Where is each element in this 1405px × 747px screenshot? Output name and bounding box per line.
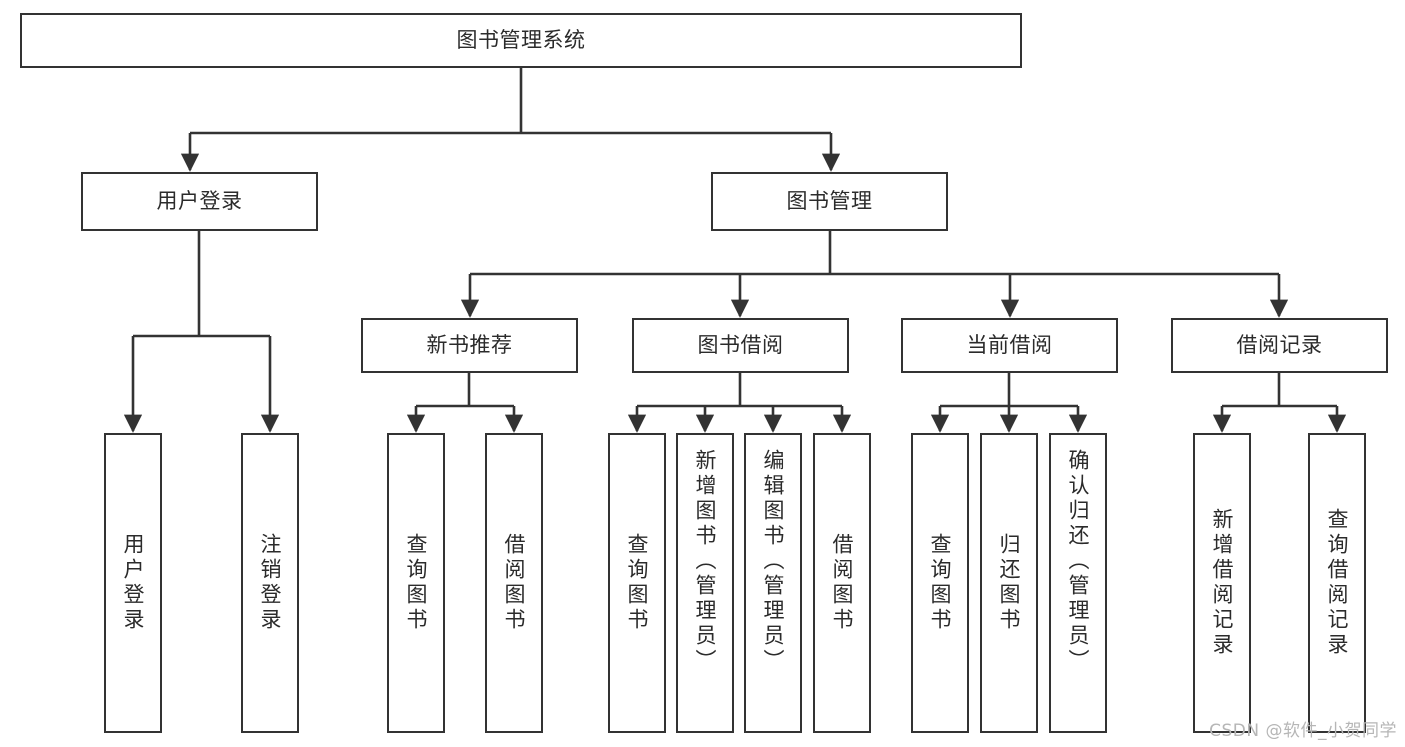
node-label: 用户登录 (121, 533, 146, 633)
node-label: 新增借阅记录 (1210, 508, 1235, 658)
leaf-user-login-login[interactable]: 用户登录 (104, 433, 162, 733)
leaf-new-book-borrow-book[interactable]: 借阅图书 (485, 433, 543, 733)
node-label: 图书管理 (786, 188, 873, 213)
node-book-borrow[interactable]: 图书借阅 (632, 318, 849, 373)
leaf-book-borrow-borrow-book[interactable]: 借阅图书 (813, 433, 871, 733)
leaf-new-book-query-book[interactable]: 查询图书 (387, 433, 445, 733)
node-label: 图书借阅 (697, 332, 784, 357)
leaf-book-borrow-query-book[interactable]: 查询图书 (608, 433, 666, 733)
node-user-login[interactable]: 用户登录 (81, 172, 318, 231)
node-label: 新增图书（管理员） (693, 449, 718, 674)
leaf-current-borrow-query-book[interactable]: 查询图书 (911, 433, 969, 733)
leaf-user-login-logout[interactable]: 注销登录 (241, 433, 299, 733)
leaf-book-borrow-edit-book-admin[interactable]: 编辑图书（管理员） (744, 433, 802, 733)
node-label: 查询图书 (928, 533, 953, 633)
node-root-book-management-system[interactable]: 图书管理系统 (20, 13, 1022, 68)
leaf-current-borrow-confirm-return-admin[interactable]: 确认归还（管理员） (1049, 433, 1107, 733)
node-label: 当前借阅 (966, 332, 1053, 357)
node-label: 查询借阅记录 (1325, 508, 1350, 658)
node-label: 图书管理系统 (456, 27, 586, 52)
node-label: 查询图书 (404, 533, 429, 633)
node-book-management[interactable]: 图书管理 (711, 172, 948, 231)
node-label: 归还图书 (997, 533, 1022, 633)
node-label: 用户登录 (156, 188, 243, 213)
node-label: 新书推荐 (426, 332, 513, 357)
csdn-watermark: CSDN @软件_小贺同学 (1209, 721, 1397, 741)
node-new-book-recommend[interactable]: 新书推荐 (361, 318, 578, 373)
leaf-current-borrow-return-book[interactable]: 归还图书 (980, 433, 1038, 733)
node-label: 借阅图书 (502, 533, 527, 633)
leaf-book-borrow-add-book-admin[interactable]: 新增图书（管理员） (676, 433, 734, 733)
node-current-borrow[interactable]: 当前借阅 (901, 318, 1118, 373)
node-label: 借阅图书 (830, 533, 855, 633)
node-label: 注销登录 (258, 533, 283, 633)
leaf-borrow-record-query-record[interactable]: 查询借阅记录 (1308, 433, 1366, 733)
node-label: 编辑图书（管理员） (761, 449, 786, 674)
node-label: 借阅记录 (1236, 332, 1323, 357)
node-label: 查询图书 (625, 533, 650, 633)
leaf-borrow-record-add-record[interactable]: 新增借阅记录 (1193, 433, 1251, 733)
node-borrow-record[interactable]: 借阅记录 (1171, 318, 1388, 373)
node-label: 确认归还（管理员） (1066, 449, 1091, 674)
